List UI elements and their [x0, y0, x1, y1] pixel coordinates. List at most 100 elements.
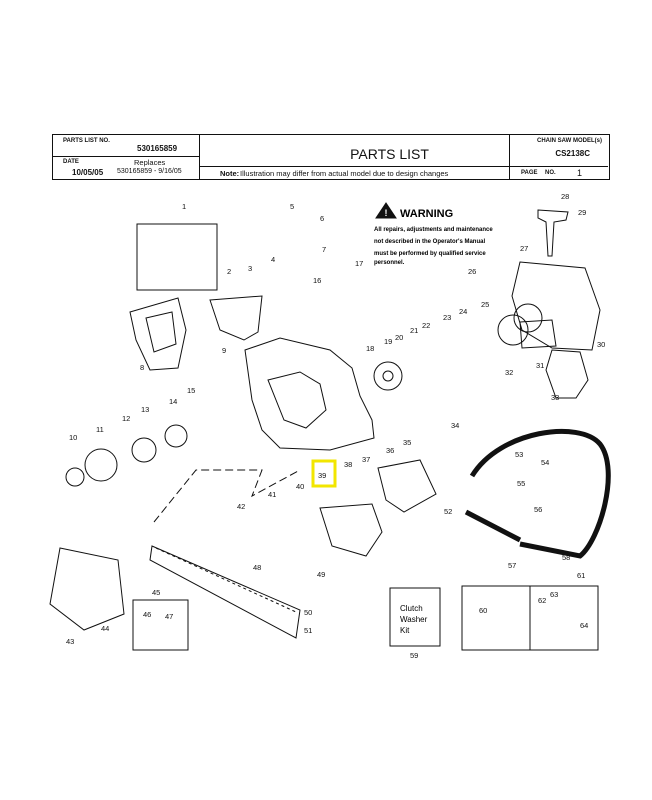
callout-11: 11	[96, 425, 104, 434]
kit-box	[389, 587, 441, 647]
callout-40: 40	[296, 482, 304, 491]
callout-13: 13	[141, 405, 149, 414]
clutch-shoe	[131, 437, 157, 463]
kit-line-2: Washer	[400, 615, 428, 624]
date-label: DATE	[63, 159, 79, 165]
warning-title: WARNING	[400, 208, 453, 220]
callout-15: 15	[187, 386, 195, 395]
warning-line-3: must be performed by qualified service	[374, 251, 486, 257]
callout-32: 32	[505, 368, 513, 377]
top-cover-shape	[209, 295, 263, 341]
kit-label: Clutch Washer Kit	[400, 604, 430, 635]
callout-25: 25	[481, 300, 489, 309]
warning-text: All repairs, adjustments and maintenance…	[374, 227, 494, 266]
callout-14: 14	[169, 397, 177, 406]
parts-list-no-label: PARTS LIST NO.	[63, 138, 110, 144]
callout-38: 38	[344, 460, 352, 469]
page-cell: PAGE NO. 1	[510, 167, 608, 179]
clutch-washer	[65, 467, 85, 487]
callout-47: 47	[165, 612, 173, 621]
inset-box-45	[132, 599, 189, 651]
callout-10: 10	[69, 433, 77, 442]
cooling-guard	[545, 349, 589, 399]
rear-handle-shape	[129, 297, 187, 371]
callout-61: 61	[577, 571, 585, 580]
callout-20: 20	[395, 333, 403, 342]
date-value: 10/05/05	[72, 168, 104, 177]
assembly-path	[153, 469, 301, 523]
callout-43: 43	[66, 637, 74, 646]
callout-54: 54	[541, 458, 549, 467]
callout-29: 29	[578, 208, 586, 217]
warning-line-2: not described in the Operator's Manual	[374, 239, 485, 245]
chain-brake-handle	[377, 459, 437, 513]
page-no-label: NO.	[545, 170, 556, 176]
callout-50: 50	[304, 608, 312, 617]
kit-line-3: Kit	[400, 626, 410, 635]
callout-18: 18	[366, 344, 374, 353]
callout-42: 42	[237, 502, 245, 511]
parts-list-no: 530165859	[137, 144, 178, 153]
callout-60: 60	[479, 606, 487, 615]
rear-handle-inner	[145, 311, 177, 353]
inset-box-1	[136, 223, 218, 291]
callout-48: 48	[253, 563, 261, 572]
kit-line-1: Clutch	[400, 604, 423, 613]
callout-49: 49	[317, 570, 325, 579]
callout-31: 31	[536, 361, 544, 370]
title-cell: PARTS LIST	[200, 135, 510, 167]
callout-35: 35	[403, 438, 411, 447]
callout-33: 33	[551, 393, 559, 402]
parts-list-no-cell: PARTS LIST NO. 530165859	[53, 135, 200, 157]
callout-8: 8	[140, 363, 144, 372]
callout-24: 24	[459, 307, 467, 316]
washer-14	[164, 424, 188, 448]
kit-number: 59	[410, 651, 418, 660]
callout-21: 21	[410, 326, 418, 335]
replaces-label: Replaces	[134, 158, 166, 167]
callout-17: 17	[355, 259, 363, 268]
callout-55: 55	[517, 479, 525, 488]
callout-6: 6	[320, 214, 324, 223]
callout-58: 58	[562, 553, 570, 562]
warning-exclamation: !	[385, 208, 388, 218]
callout-39: 39	[318, 471, 326, 480]
guide-bar	[149, 545, 301, 639]
recoil-pawl-plate	[519, 319, 557, 349]
callout-63: 63	[550, 590, 558, 599]
callout-51: 51	[304, 626, 312, 635]
callout-56: 56	[534, 505, 542, 514]
callout-9: 9	[222, 346, 226, 355]
model-cell: CHAIN SAW MODEL(s) CS2138C	[510, 135, 608, 167]
callout-41: 41	[268, 490, 276, 499]
callout-64: 64	[580, 621, 588, 630]
page-label: PAGE	[521, 170, 538, 176]
callout-52: 52	[444, 507, 452, 516]
callout-3: 3	[248, 264, 252, 273]
callout-22: 22	[422, 321, 430, 330]
clutch-drum	[84, 448, 118, 482]
engine-body	[244, 337, 375, 451]
callout-57: 57	[508, 561, 516, 570]
callout-62: 62	[538, 596, 546, 605]
callout-2: 2	[227, 267, 231, 276]
callout-26: 26	[468, 267, 476, 276]
page-title: PARTS LIST	[350, 146, 429, 162]
callout-5: 5	[290, 202, 294, 211]
callout-7: 7	[322, 245, 326, 254]
callout-37: 37	[362, 455, 370, 464]
note-cell: Note: Illustration may differ from actua…	[200, 167, 510, 179]
warning-triangle-icon	[375, 202, 397, 219]
saw-chain	[155, 547, 297, 613]
highlight-box	[311, 459, 337, 488]
callout-23: 23	[443, 313, 451, 322]
callout-36: 36	[386, 446, 394, 455]
callout-44: 44	[101, 624, 109, 633]
callout-34: 34	[451, 421, 459, 430]
replaces-value: 530165859 - 9/16/05	[117, 168, 182, 175]
callout-30: 30	[597, 340, 605, 349]
model-value: CS2138C	[555, 149, 590, 158]
note-text: Illustration may differ from actual mode…	[240, 169, 449, 178]
page-no: 1	[577, 168, 583, 178]
